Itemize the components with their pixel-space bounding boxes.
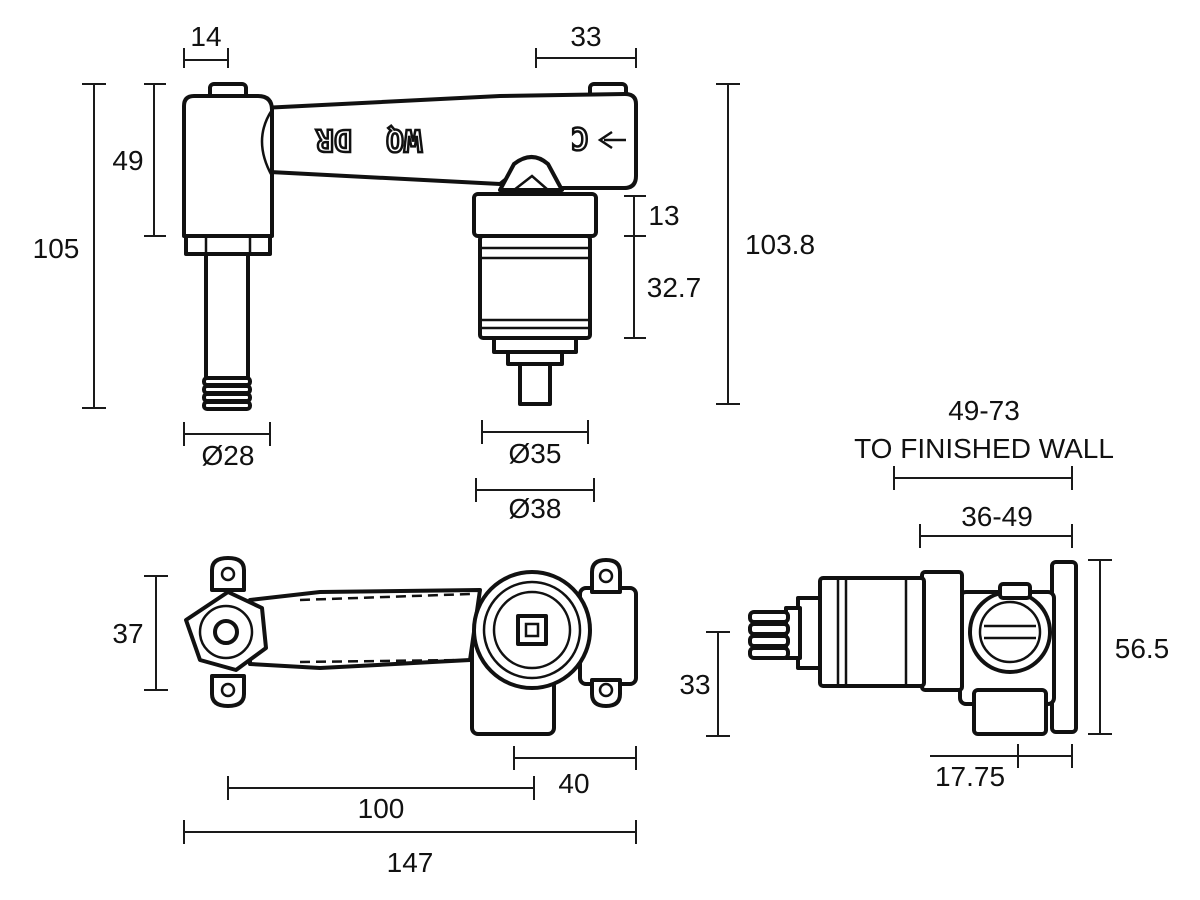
top-view xyxy=(184,556,638,736)
front-left-pipe xyxy=(204,252,250,380)
dim-105: 105 xyxy=(33,233,80,264)
side-spindle-thread xyxy=(748,610,790,660)
front-cartridge-top xyxy=(472,192,598,238)
dim-56-5: 56.5 xyxy=(1115,633,1170,664)
dim-49: 49 xyxy=(112,145,143,176)
side-port xyxy=(968,590,1052,674)
dim-100: 100 xyxy=(358,793,405,824)
side-cartridge xyxy=(818,576,926,688)
top-arm xyxy=(248,588,482,670)
dim-14: 14 xyxy=(190,21,221,52)
dim-dia-28: Ø28 xyxy=(202,440,255,471)
side-bonnet-ring xyxy=(920,570,964,692)
dim-37: 37 xyxy=(112,618,143,649)
dim-49-73: 49-73 xyxy=(948,395,1020,426)
front-bonnet-cone xyxy=(498,155,564,192)
top-spindle-square xyxy=(516,614,548,646)
dim-40: 40 xyxy=(558,768,589,799)
dim-finished-wall-caption: TO FINISHED WALL xyxy=(854,433,1114,464)
dim-dia-38: Ø38 xyxy=(509,493,562,524)
front-left-body-curve xyxy=(260,109,274,177)
dim-32-7: 32.7 xyxy=(647,272,702,303)
dim-13: 13 xyxy=(648,200,679,231)
top-lug-tr xyxy=(590,558,622,594)
dim-33-top: 33 xyxy=(570,21,601,52)
front-cartridge-body xyxy=(478,234,592,340)
emboss-port-c: C xyxy=(571,120,589,155)
front-view: WQ DR C xyxy=(182,82,638,411)
dim-dia-35: Ø35 xyxy=(509,438,562,469)
side-dimensions: 49-73 TO FINISHED WALL 36-49 56.5 33 17.… xyxy=(679,395,1169,792)
dim-33-side: 33 xyxy=(679,669,710,700)
front-left-thread xyxy=(202,376,252,411)
flow-arrow-icon xyxy=(597,130,626,150)
top-dimensions: 37 40 100 147 xyxy=(112,575,637,878)
side-view xyxy=(748,560,1078,736)
emboss-wq: WQ xyxy=(386,122,422,157)
dim-103-8: 103.8 xyxy=(745,229,815,260)
front-spindle-base xyxy=(492,336,578,354)
side-top-tab xyxy=(998,582,1032,600)
front-left-nut xyxy=(184,234,272,256)
top-lug-bl xyxy=(210,674,246,708)
side-outlet xyxy=(972,688,1048,736)
front-spindle-shaft xyxy=(518,362,552,406)
dim-36-49: 36-49 xyxy=(961,501,1033,532)
dim-17-75: 17.75 xyxy=(935,761,1005,792)
front-left-body xyxy=(182,94,274,238)
top-lug-br xyxy=(590,678,622,708)
emboss-dr: DR xyxy=(315,122,352,157)
front-dimensions: 14 33 49 105 13 32.7 103.8 Ø28 xyxy=(33,21,815,524)
top-lug-tl xyxy=(210,556,246,592)
dim-147: 147 xyxy=(387,847,434,878)
